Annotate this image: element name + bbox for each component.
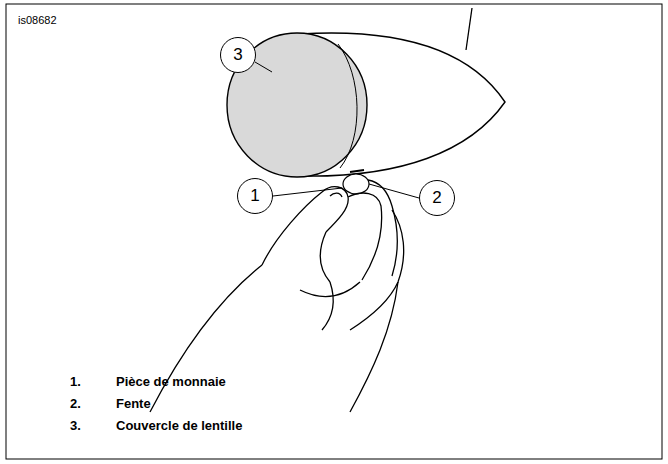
- part-name: Couvercle de lentille: [116, 418, 242, 433]
- frame: [6, 4, 662, 459]
- callout-number: 3: [233, 45, 242, 65]
- coin: [343, 174, 369, 194]
- legend-number: 2.: [70, 396, 81, 411]
- part-name: Pièce de monnaie: [116, 374, 226, 389]
- legend-number: 3.: [70, 418, 81, 433]
- callout-number: 2: [432, 188, 441, 208]
- lens-rim: [338, 44, 357, 168]
- callout-circle: 1: [237, 178, 273, 214]
- slot: [350, 170, 364, 172]
- callout-number: 1: [250, 186, 259, 206]
- callout-circle: 3: [220, 37, 256, 73]
- leader-lines: [255, 62, 419, 198]
- mount-stem: [466, 8, 472, 50]
- figure-id: is08682: [18, 14, 57, 26]
- part-name: Fente: [116, 396, 151, 411]
- callout-circle: 2: [419, 180, 455, 216]
- legend-number: 1.: [70, 374, 81, 389]
